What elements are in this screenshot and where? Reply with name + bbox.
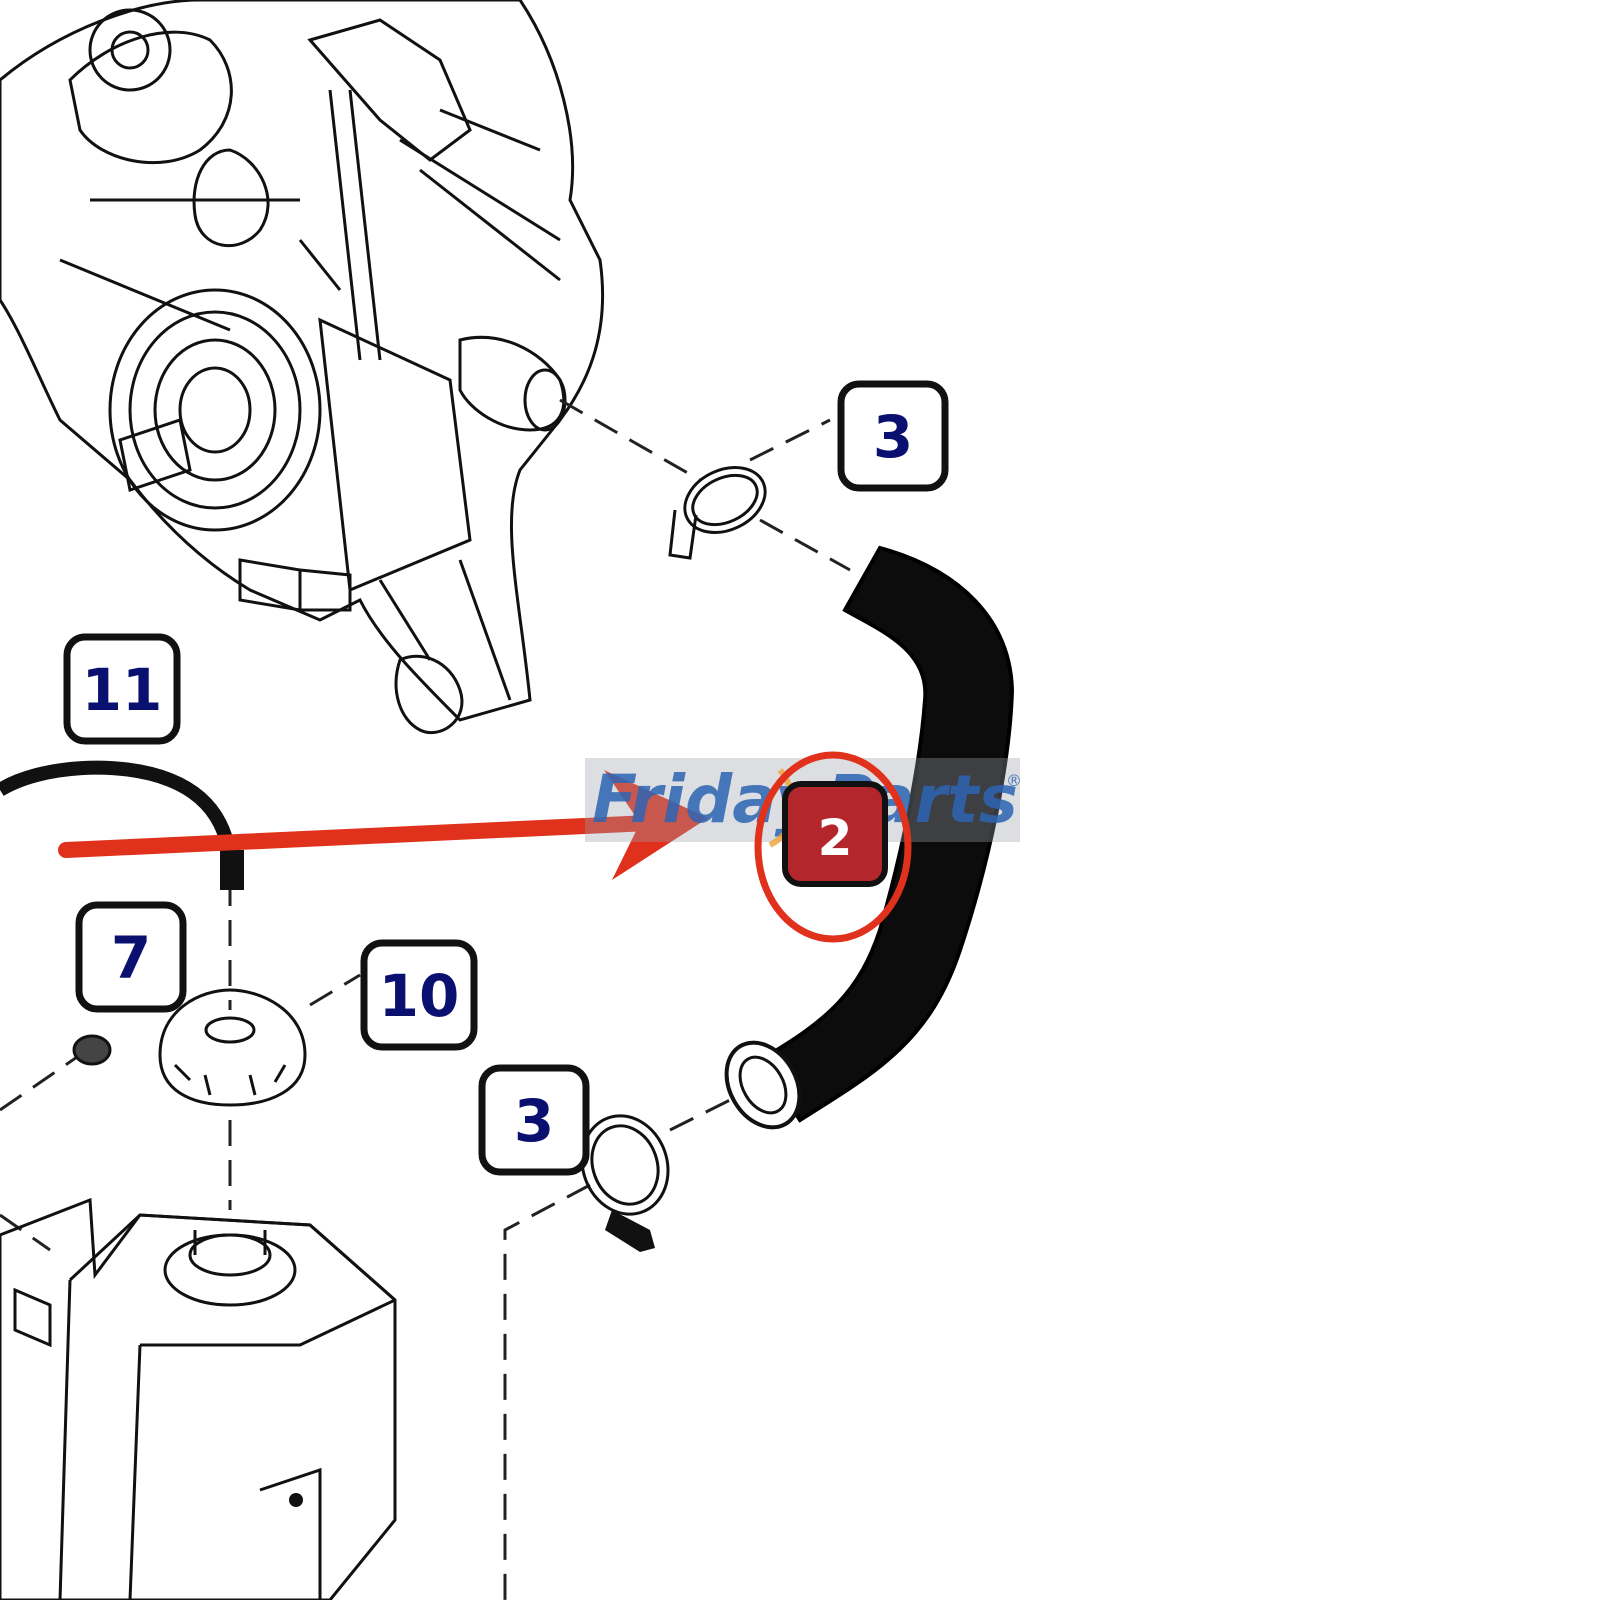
callout-11: 11 [63, 633, 181, 745]
callout-2-highlighted: 2 [782, 781, 888, 887]
highlight-arrow [58, 770, 708, 880]
radiator-hose [724, 545, 1015, 1130]
drain-plug [72, 1034, 112, 1066]
callout-7: 7 [75, 901, 187, 1013]
expansion-tank [0, 1197, 397, 1600]
callout-10: 10 [360, 939, 478, 1051]
leader-lines [0, 398, 851, 1600]
hose-clamp-bottom [580, 1114, 670, 1252]
svg-text:2: 2 [818, 809, 853, 867]
callout-3-bottom: 3 [478, 1064, 590, 1176]
svg-text:®: ® [1006, 771, 1022, 790]
svg-text:3: 3 [873, 403, 913, 471]
callout-3-top: 3 [837, 380, 949, 492]
svg-text:3: 3 [514, 1087, 554, 1155]
svg-text:10: 10 [379, 962, 460, 1030]
hose-clamp-top [668, 466, 767, 560]
engine-drawing [0, 0, 605, 735]
svg-text:7: 7 [111, 924, 151, 992]
overflow-hose [0, 760, 244, 890]
svg-text:11: 11 [82, 656, 163, 724]
highlight-circle [754, 751, 912, 943]
reservoir-cap [158, 988, 307, 1107]
